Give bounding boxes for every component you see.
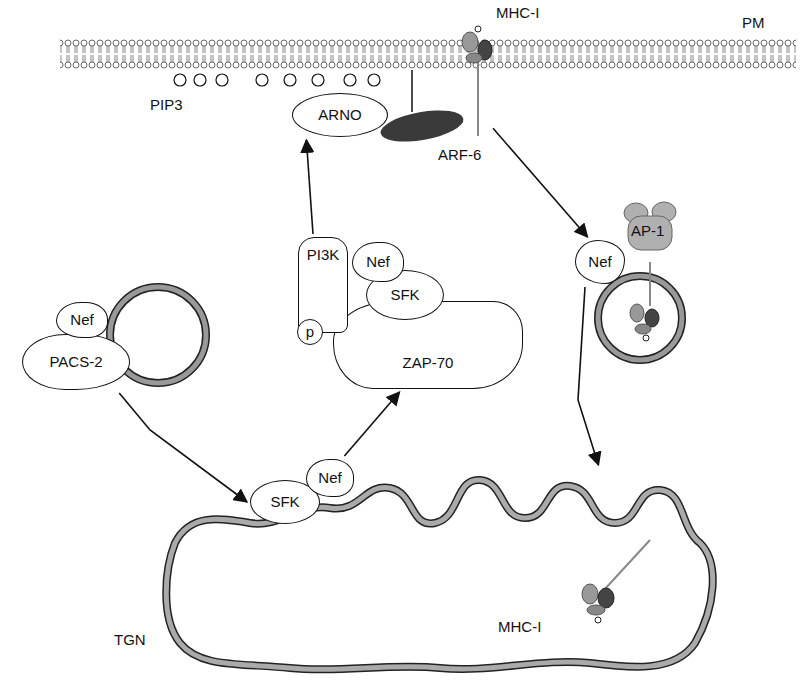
node-text: TGN [114,631,146,649]
membrane-label: PM [742,14,765,32]
pip3-lipids [174,74,380,86]
node-text: Nef [318,469,341,487]
node-text: ARF-6 [438,146,481,164]
golgi-network: TGN [160,468,715,683]
node-text: SFK [270,493,299,511]
protein-ellipse: ARNO [292,93,388,137]
node-text: Nef [70,311,93,329]
node-text: PACS-2 [49,353,102,371]
nef-protein: Nef [56,302,108,338]
tgn-outline [160,468,715,683]
sorting-protein: PACS-2 [22,334,130,390]
node-text: AP-1 [631,222,664,240]
adaptor-complex: AP-1 [618,200,682,262]
node-text: Nef [366,253,389,271]
lipid-label: PIP3 [150,96,183,114]
node-text: p [306,323,314,341]
node-text: ARNO [318,106,361,124]
flow-arrow [493,128,588,237]
mhc-i-top [462,26,492,136]
flow-arrow [306,140,313,234]
arf6-shape [378,105,466,147]
arf6-tether [411,70,413,112]
nef-protein: Nef [575,240,625,284]
phospho-circle: p [297,319,323,345]
node-text: SFK [390,286,419,304]
node-text: ZAP-70 [403,354,454,372]
gtpase-protein: ARF-6 [378,108,490,166]
flow-arrow [119,393,247,502]
plasma-membrane [60,38,796,70]
protein-label: MHC-I [496,4,539,22]
protein-label: MHC-I [498,618,541,636]
flow-arrow [578,287,598,465]
mhc-i-vesicle [630,262,659,341]
nef-protein: Nef [352,242,404,282]
flow-arrow [344,392,399,456]
node-text: Nef [588,253,611,271]
nef-protein: Nef [306,459,354,497]
right-vesicle [598,276,682,360]
node-text: PI3K [307,246,340,264]
mhc-i-tgn [582,540,650,623]
